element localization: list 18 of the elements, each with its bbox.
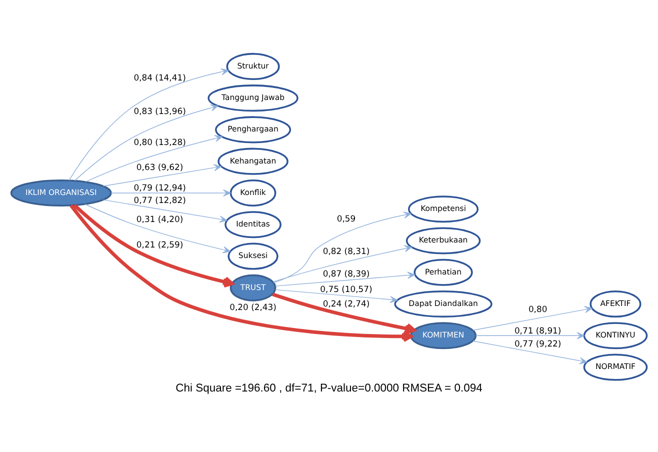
edge-label: 0,79 (12,94) xyxy=(134,182,186,193)
edge-label: 0,24 (2,74) xyxy=(322,298,370,309)
edge-label: 0,63 (9,62) xyxy=(136,162,184,172)
edge-label: 0,83 (13,96) xyxy=(134,106,186,116)
edge-label: 0,77 (9,22) xyxy=(514,338,562,349)
edge-label: 0,21 (2,59) xyxy=(136,240,184,250)
edge-label: 0,80 xyxy=(528,304,548,314)
edge-label: 0,59 xyxy=(336,214,356,224)
edge-label: 0,80 (13,28) xyxy=(134,136,186,147)
edge-label: 0,71 (8,91) xyxy=(514,325,562,336)
edge-label: 0,82 (8,31) xyxy=(322,246,370,256)
edge-label: 0,87 (8,39) xyxy=(322,268,370,278)
edge-label: 0,75 (10,57) xyxy=(320,284,372,294)
edge-label: 0,31 (4,20) xyxy=(136,214,184,224)
edge-label: 0,20 (2,43) xyxy=(230,302,276,312)
caption: Chi Square =196.60 , df=71, P-value=0.0000 RMSEA = 0.094 xyxy=(176,382,482,395)
edge-label: 0,84 (14,41) xyxy=(134,72,186,82)
edge-label: 0,77 (12,82) xyxy=(134,195,186,206)
